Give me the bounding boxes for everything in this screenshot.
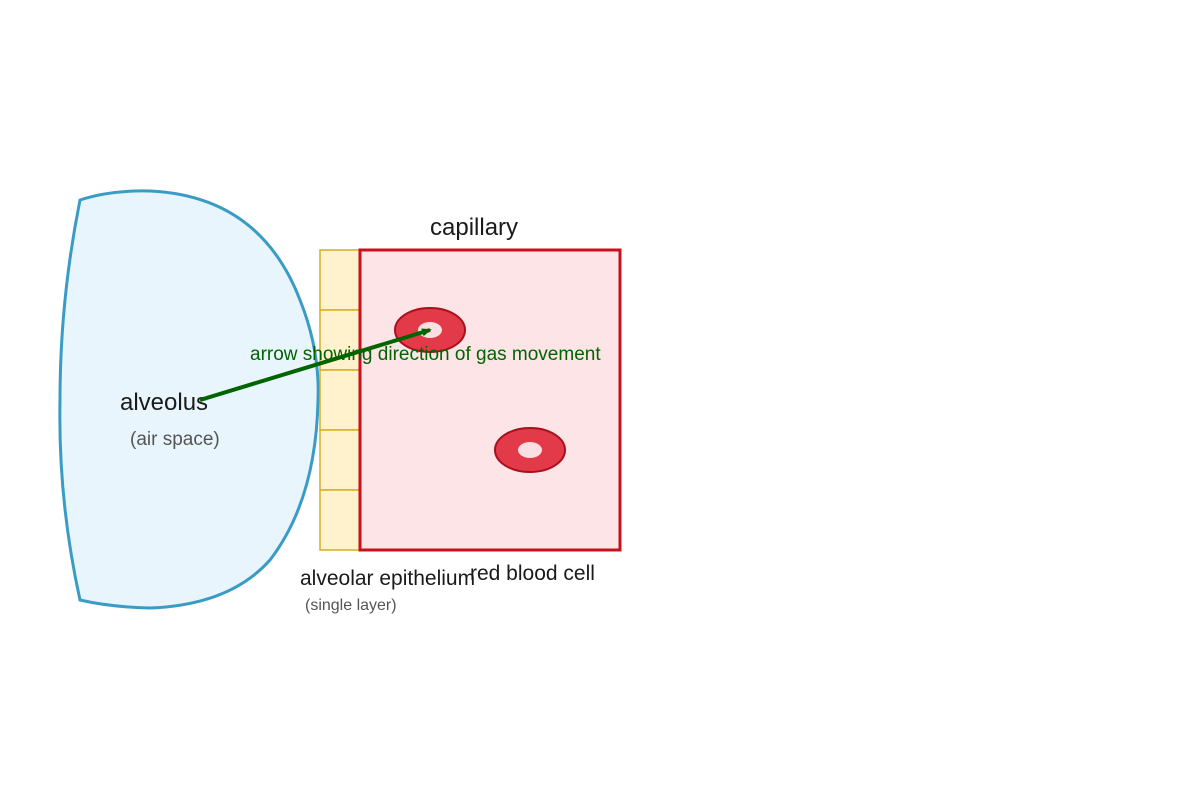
epithelium-cell [319, 429, 361, 491]
alveolar-epithelium [319, 249, 361, 551]
epithelium-cell [319, 489, 361, 551]
rbc-center [518, 442, 542, 458]
capillary-shape [358, 248, 622, 552]
alveolus-shape [58, 189, 320, 610]
red-blood-cell-label: red blood cell [470, 562, 595, 585]
arrow-label: arrow showing direction of gas movement [250, 344, 601, 365]
epithelium-label: alveolar epithelium [300, 567, 475, 590]
red-blood-cell-2 [494, 427, 566, 473]
epithelium-cell [319, 249, 361, 311]
alveolus-label: alveolus [120, 389, 208, 416]
epithelium-sublabel: (single layer) [305, 597, 397, 614]
alveolus-sublabel: (air space) [130, 429, 220, 450]
epithelium-cell [319, 369, 361, 431]
gas-movement-arrow [199, 328, 432, 402]
capillary-label: capillary [430, 214, 518, 241]
